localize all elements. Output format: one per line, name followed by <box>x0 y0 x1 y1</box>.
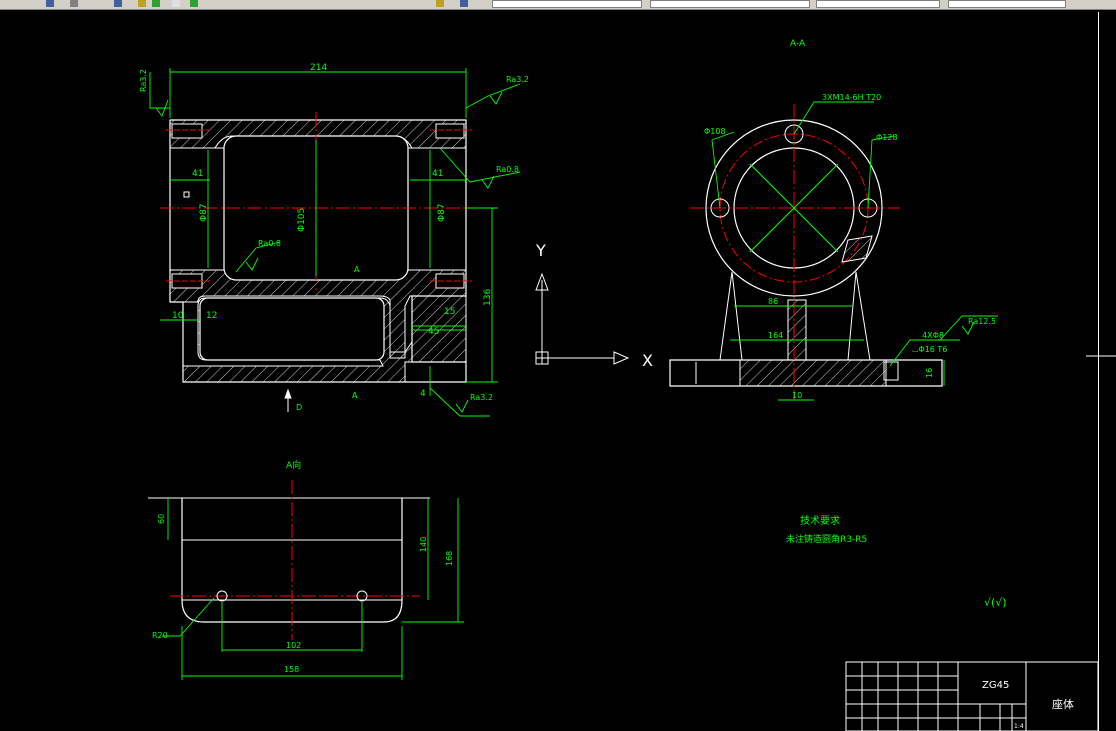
dim-45: 45 <box>428 327 439 337</box>
plotstyle-dropdown[interactable] <box>948 0 1066 8</box>
ucs-x-label: X <box>642 351 653 370</box>
top-view-title: A向 <box>286 459 301 471</box>
outline-main <box>169 119 467 383</box>
top-view: A向 <box>148 459 430 640</box>
dim-hole-callout: 4XΦ8 <box>922 331 944 340</box>
toolbar-icon[interactable] <box>460 0 468 7</box>
roughness-ra125: Ra12.5 <box>968 317 996 326</box>
main-view-dim-text: 214 41 41 Φ87 Φ105 Φ87 136 10 12 15 45 4… <box>139 63 529 412</box>
toolbar-icon[interactable] <box>436 0 444 7</box>
section-view-dimensions <box>711 101 998 401</box>
toolbar-icon[interactable] <box>70 0 78 7</box>
dim-86: 86 <box>768 297 778 306</box>
roughness-ra08-inner: Ra0.8 <box>258 239 281 248</box>
roughness-ra08-right: Ra0.8 <box>496 165 519 174</box>
section-mark-main: A <box>354 265 360 274</box>
dim-dia-left: Φ87 <box>199 203 209 222</box>
drawing-border <box>1098 12 1099 731</box>
roughness-ra32-bottom: Ra3.2 <box>470 393 493 402</box>
cavity-lower <box>199 297 385 361</box>
view-arrow <box>284 388 292 412</box>
cad-toolbar <box>0 0 1116 10</box>
dim-thread-callout: 3XM14-6H T20 <box>822 93 881 102</box>
roughness-ra32-top-right: Ra3.2 <box>506 75 529 84</box>
dim-4: 4 <box>420 389 426 399</box>
dim-width-214: 214 <box>310 63 327 73</box>
technical-notes: 技术要求 未注铸造圆角R3-R5 √(√) <box>786 514 1007 609</box>
dim-12: 12 <box>206 311 217 321</box>
toolbar-icon[interactable] <box>114 0 122 7</box>
ucs-icon <box>535 272 630 365</box>
view-arrow-letter: D <box>296 403 302 412</box>
dim-60: 60 <box>157 514 166 524</box>
title-block <box>845 661 1099 731</box>
ucs-y-label: Y <box>535 241 546 260</box>
dim-168: 168 <box>445 551 454 566</box>
dim-10: 10 <box>172 311 184 321</box>
dim-r20: R20 <box>152 631 168 640</box>
roughness-ra32-top-left: Ra3.2 <box>139 69 148 92</box>
dim-dia-128: Φ128 <box>876 133 898 142</box>
toolbar-icon[interactable] <box>152 0 160 7</box>
title-block-scale: 1:4 <box>1014 723 1024 730</box>
main-section-view <box>160 112 495 383</box>
top-view-dim-text: 60 140 168 R20 102 158 <box>152 514 454 674</box>
tech-notes-line1: 未注铸造圆角R3-R5 <box>786 533 867 545</box>
section-view-dim-text: 3XM14-6H T20 Φ108 Φ128 86 164 10 16 4XΦ8… <box>704 93 996 400</box>
title-block-part-name: 座体 <box>1052 697 1074 711</box>
dim-15: 15 <box>444 307 455 317</box>
title-block-text: ZG45 座体 1:4 <box>982 680 1074 730</box>
main-view-dimensions <box>149 68 521 417</box>
tech-notes-title: 技术要求 <box>800 514 840 527</box>
title-block-material: ZG45 <box>982 680 1009 691</box>
section-view-aa: A-A <box>669 39 943 400</box>
dim-164: 164 <box>768 331 783 340</box>
general-roughness-symbol: √(√) <box>984 596 1007 609</box>
dim-10-section: 10 <box>792 391 802 400</box>
section-mark-bottom: A <box>352 391 358 400</box>
dim-dia-108: Φ108 <box>704 127 726 136</box>
top-view-outline <box>181 498 403 623</box>
dim-41-right: 41 <box>432 169 443 179</box>
dim-dia-right: Φ87 <box>437 203 447 222</box>
toolbar-icon[interactable] <box>46 0 54 7</box>
section-title-aa: A-A <box>790 39 806 49</box>
dim-counterbore: ⌴Φ16 T6 <box>912 345 947 354</box>
dim-102: 102 <box>286 641 301 650</box>
dim-136: 136 <box>483 289 493 306</box>
toolbar-icon[interactable] <box>138 0 146 7</box>
dim-41-left: 41 <box>192 169 203 179</box>
dim-140: 140 <box>419 537 428 552</box>
top-view-dimensions <box>162 498 464 680</box>
linetype-dropdown[interactable] <box>650 0 810 8</box>
dim-16: 16 <box>925 368 934 378</box>
layer-dropdown[interactable] <box>492 0 642 8</box>
toolbar-icon[interactable] <box>190 0 198 7</box>
dim-dia-center: Φ105 <box>297 208 307 232</box>
dim-158: 158 <box>284 665 299 674</box>
lineweight-dropdown[interactable] <box>816 0 940 8</box>
toolbar-icon[interactable] <box>172 0 180 7</box>
